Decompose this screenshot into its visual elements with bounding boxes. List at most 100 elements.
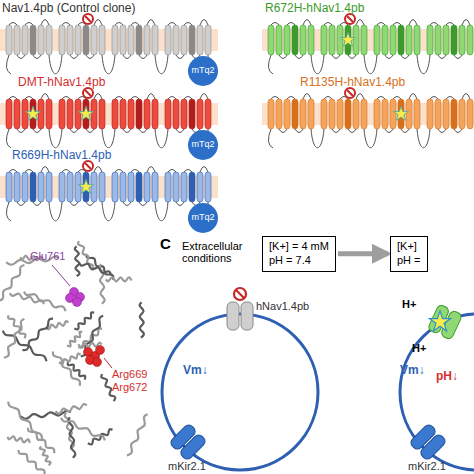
block-sign xyxy=(234,288,246,300)
channel-icon xyxy=(227,302,253,330)
helix-segment xyxy=(361,25,367,55)
figure-label: H+ xyxy=(412,342,426,354)
helix-segment xyxy=(414,99,420,129)
protein-helix xyxy=(61,418,105,441)
helix-segment xyxy=(128,25,134,55)
helix-segment xyxy=(467,99,473,129)
channel-construct xyxy=(0,14,218,74)
figure-label: hNav1.4pb xyxy=(256,300,309,312)
mutation-star xyxy=(393,106,408,120)
channel-loops xyxy=(268,20,470,75)
helix-segment xyxy=(91,172,97,202)
mutation-star xyxy=(25,106,40,120)
channel-loops xyxy=(6,94,208,149)
helix-segment xyxy=(173,25,179,55)
helix-segment xyxy=(165,99,171,129)
channel-icon xyxy=(169,423,207,461)
helix-segment xyxy=(152,25,158,55)
helix-segment xyxy=(22,25,28,55)
channel-subunit xyxy=(179,433,207,461)
protein-helix xyxy=(8,402,42,441)
helix-segment xyxy=(173,99,179,129)
helix-segment xyxy=(136,172,142,202)
helix-segment xyxy=(38,25,44,55)
helix-segment xyxy=(181,172,187,202)
helix-segment xyxy=(99,25,105,55)
helix-segment xyxy=(30,25,36,55)
protein-helix xyxy=(106,277,132,281)
helix-segment xyxy=(382,99,388,129)
protein-structure xyxy=(0,241,148,474)
helix-segment xyxy=(75,25,81,55)
helix-segment xyxy=(112,99,118,129)
helix-segment xyxy=(459,25,465,55)
helix-segment xyxy=(467,25,473,55)
mutation-star xyxy=(78,179,93,193)
helix-segment xyxy=(38,172,44,202)
figure-label: Nav1.4pb (Control clone) xyxy=(2,2,135,15)
figure-label: Arg669 xyxy=(112,368,147,380)
helix-segment xyxy=(361,99,367,129)
helix-segment xyxy=(276,99,282,129)
figure-label: R669H-hNav1.4pb xyxy=(12,149,111,162)
protein-helix xyxy=(22,318,53,350)
tag-label: mTq2 xyxy=(191,65,214,76)
helix-segment xyxy=(181,25,187,55)
helix-segment xyxy=(443,99,449,129)
helix-segment xyxy=(99,172,105,202)
channel-subunit xyxy=(241,302,253,330)
helix-segment xyxy=(83,25,89,55)
helix-segment xyxy=(205,172,211,202)
helix-segment xyxy=(46,99,52,129)
tag-label: mTq2 xyxy=(191,212,214,223)
figure-label: Vm↓ xyxy=(183,364,208,377)
helix-segment xyxy=(300,99,306,129)
helix-segment xyxy=(292,99,298,129)
helix-segment xyxy=(205,99,211,129)
figure-label: Glu761 xyxy=(30,250,65,262)
cell-outline xyxy=(162,314,318,470)
condition-text: pH = 7.4 xyxy=(269,254,329,268)
helix-segment xyxy=(427,99,433,129)
helix-segment xyxy=(382,25,388,55)
helix-segment xyxy=(308,99,314,129)
figure-label: H+ xyxy=(402,298,416,310)
helix-segment xyxy=(120,99,126,129)
block-sign xyxy=(345,88,355,98)
helix-segment xyxy=(406,25,412,55)
helix-segment xyxy=(38,99,44,129)
residue-sphere xyxy=(93,358,102,367)
fluorescent-tag: mTq2 xyxy=(188,203,218,233)
helix-segment xyxy=(189,25,195,55)
leader-line xyxy=(104,358,112,368)
figure-label: R672H-hNav1.4pb xyxy=(265,2,364,15)
helix-segment xyxy=(435,99,441,129)
helix-segment xyxy=(197,25,203,55)
helix-segment xyxy=(406,99,412,129)
helix-segment xyxy=(112,172,118,202)
condition-text: [K+] xyxy=(397,240,421,254)
channel-icon xyxy=(427,304,462,340)
helix-segment xyxy=(67,99,73,129)
figure-label: Vm↓ xyxy=(400,364,425,377)
helix-segment xyxy=(205,25,211,55)
transition-arrow xyxy=(338,251,388,256)
channel-construct xyxy=(262,88,474,148)
mutation-star xyxy=(340,32,355,46)
helix-segment xyxy=(112,25,118,55)
helix-segment xyxy=(374,25,380,55)
helix-segment xyxy=(181,99,187,129)
helix-segment xyxy=(427,25,433,55)
protein-helix xyxy=(67,332,82,347)
helix-segment xyxy=(435,25,441,55)
helix-segment xyxy=(197,172,203,202)
helix-segment xyxy=(189,172,195,202)
helix-segment xyxy=(321,25,327,55)
helix-segment xyxy=(14,172,20,202)
helix-segment xyxy=(398,25,404,55)
protein-helix xyxy=(21,411,71,419)
condition-box: [K+] = 4 mMpH = 7.4 xyxy=(262,236,336,272)
helix-segment xyxy=(144,25,150,55)
channel-icon xyxy=(409,423,447,461)
helix-segment xyxy=(390,25,396,55)
